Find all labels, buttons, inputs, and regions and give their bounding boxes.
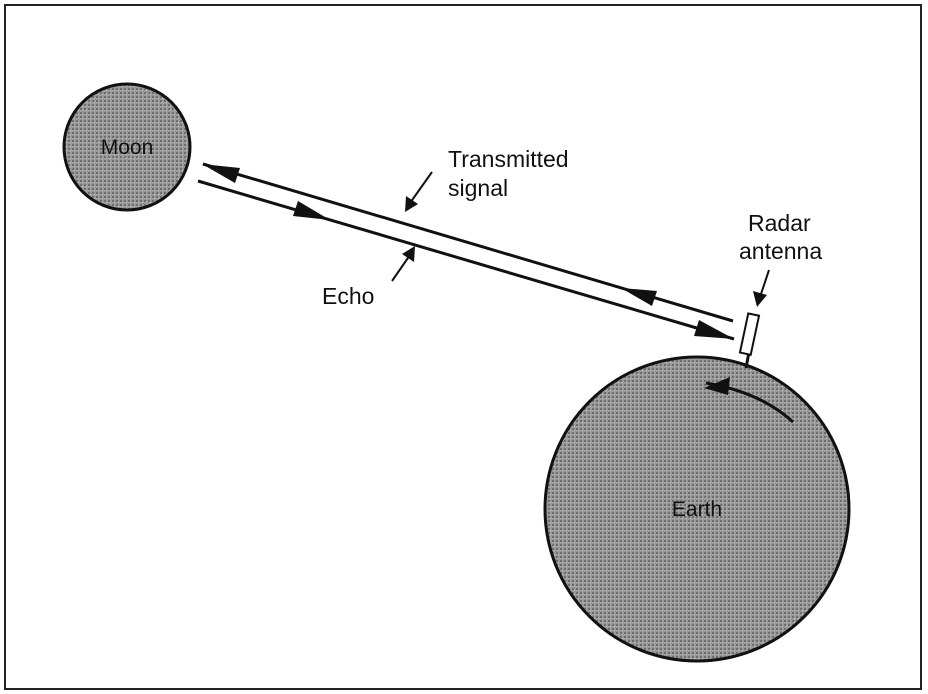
moon-label: Moon <box>101 136 154 159</box>
moon-disc <box>62 82 192 212</box>
radar-antenna <box>738 312 761 369</box>
transmitted-signal-pointer <box>405 171 433 212</box>
echo-line <box>197 179 735 341</box>
echo-pointer <box>391 246 415 282</box>
moon: Moon <box>62 82 192 212</box>
earth-rotation-arrowhead <box>704 377 730 395</box>
radar-antenna-label-line2: antenna <box>739 238 822 264</box>
echo-arrowhead-earth <box>694 320 734 339</box>
echo-beam <box>197 179 735 341</box>
transmitted-arrowhead-moon <box>202 164 240 183</box>
earth-label: Earth <box>672 498 722 521</box>
earth: Earth <box>543 355 851 663</box>
radar-antenna-label-line1: Radar <box>748 210 811 236</box>
diagram-frame <box>4 4 922 690</box>
radar-antenna-pointer <box>753 269 770 307</box>
transmitted-signal-label-line2: signal <box>448 175 508 201</box>
antenna-dish <box>738 312 761 356</box>
transmitted-signal-beam <box>202 162 734 323</box>
transmitted-arrowhead-mid <box>621 288 657 306</box>
earth-disc <box>543 355 851 663</box>
transmitted-signal-label-line1: Transmitted <box>448 146 569 172</box>
echo-label: Echo <box>322 283 374 309</box>
echo-arrowhead-mid <box>293 201 330 220</box>
